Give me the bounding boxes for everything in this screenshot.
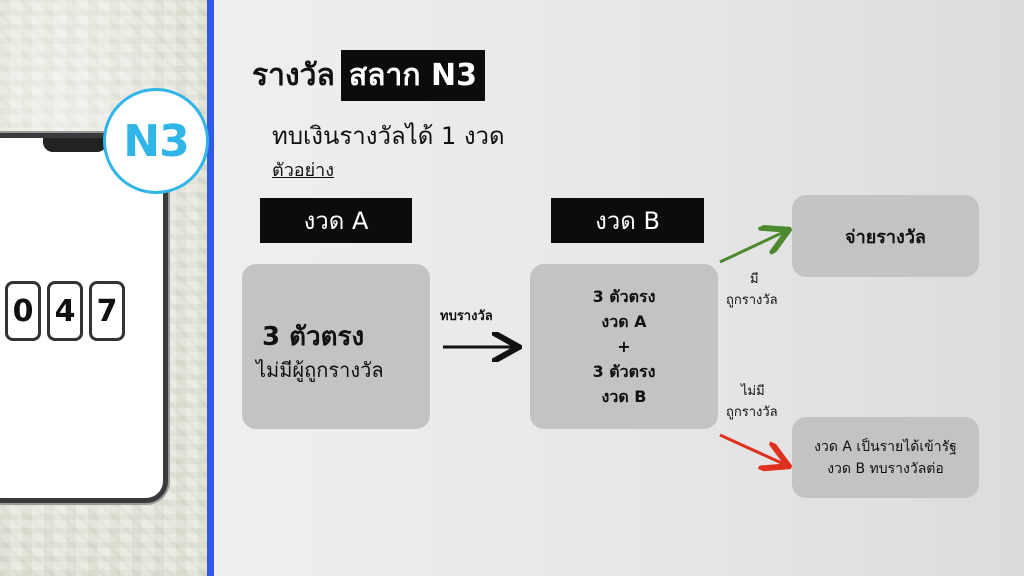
round-a-label: งวด A (260, 198, 412, 243)
gov-box-line-2: งวด B ทบรางวัลต่อ (827, 460, 944, 477)
round-b-line-1: 3 ตัวตรง (592, 287, 656, 306)
page-title: รางวัล สลาก N3 (252, 50, 485, 101)
red-arrow-icon (719, 433, 786, 465)
n3-logo-badge: N3 (103, 88, 209, 194)
digit-1: 0 (5, 281, 41, 341)
has-winner-line-1: มี (750, 272, 759, 287)
round-b-line-4: 3 ตัวตรง (592, 362, 656, 381)
rollover-label: ทบรางวัล (440, 309, 493, 324)
round-a-box: 3 ตัวตรง ไม่มีผู้ถูกรางวัล (242, 264, 430, 429)
subtitle: ทบเงินรางวัลได้ 1 งวด (272, 122, 505, 150)
phone-illustration: 0 4 7 (0, 133, 168, 503)
example-label: ตัวอย่าง (272, 160, 335, 181)
title-plain-text: รางวัล (252, 58, 335, 93)
has-winner-line-2: ถูกรางวัล (726, 293, 778, 308)
government-revenue-box: งวด A เป็นรายได้เข้ารัฐ งวด B ทบรางวัลต่… (792, 417, 979, 498)
pay-prize-box: จ่ายรางวัล (792, 195, 979, 277)
round-a-big-text: 3 ตัวตรง (262, 322, 365, 352)
no-winner-line-2: ถูกรางวัล (726, 405, 778, 420)
round-b-line-5: งวด B (601, 387, 647, 406)
gov-box-line-1: งวด A เป็นรายได้เข้ารัฐ (814, 438, 957, 455)
round-b-box: 3 ตัวตรง งวด A + 3 ตัวตรง งวด B (530, 264, 718, 429)
phone-notch (43, 138, 107, 152)
title-highlight-text: สลาก N3 (340, 50, 485, 101)
round-a-small-text: ไม่มีผู้ถูกรางวัล (256, 358, 384, 382)
round-b-line-2: งวด A (601, 312, 647, 331)
blue-divider-bar (207, 0, 214, 576)
green-arrow-icon (719, 231, 786, 264)
no-winner-line-1: ไม่มี (741, 384, 765, 399)
round-b-line-3: + (617, 337, 631, 356)
lottery-digits: 0 4 7 (5, 281, 125, 341)
round-b-label: งวด B (551, 198, 704, 243)
digit-3: 7 (89, 281, 125, 341)
digit-2: 4 (47, 281, 83, 341)
